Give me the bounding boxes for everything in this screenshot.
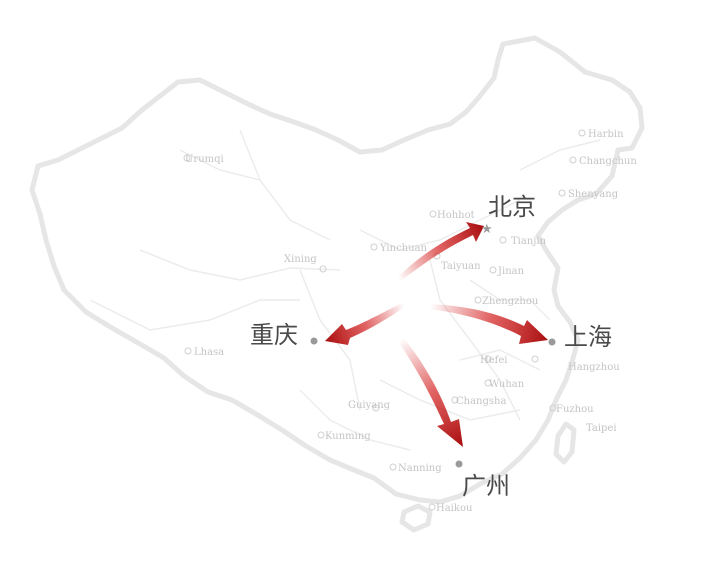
flow-arrows [325, 222, 548, 447]
arrow-to-beijing [397, 222, 484, 281]
city-label-guiyang: Guiyang [348, 400, 391, 411]
label-shanghai: 上海 [564, 323, 612, 351]
city-label-fuzhou: Fuzhou [556, 404, 594, 415]
taiwan-outline [553, 421, 577, 465]
city-label-haikou: Haikou [436, 503, 473, 514]
arrow-to-shanghai [430, 304, 548, 344]
city-label-lhasa: Lhasa [194, 347, 224, 358]
city-label-changsha: Changsha [456, 396, 506, 407]
arrow-to-guangzhou [397, 336, 463, 447]
city-label-hefei: Hefei [480, 355, 507, 366]
city-label-changchun: Changchun [579, 156, 637, 167]
chongqing-marker [310, 337, 318, 345]
china-outline [29, 35, 645, 533]
label-beijing: 北京 [488, 193, 536, 221]
city-label-wuhan: Wuhan [489, 379, 525, 390]
city-label-kunming: Kunming [325, 431, 371, 442]
arrow-to-chongqing [325, 302, 406, 345]
shanghai-marker [548, 338, 556, 346]
mainland-outline [29, 35, 645, 505]
city-label-zhengzhou: Zhengzhou [482, 296, 539, 307]
minor-city-labels: Harbin Changchun Shenyang Urumqi Hohhot … [185, 129, 637, 514]
label-chongqing: 重庆 [250, 321, 298, 349]
city-label-taipei: Taipei [586, 423, 617, 434]
guangzhou-marker [455, 460, 463, 468]
city-label-harbin: Harbin [588, 129, 624, 140]
city-label-hohhot: Hohhot [437, 210, 475, 221]
city-label-taiyuan: Taiyuan [441, 261, 481, 272]
hainan-outline [399, 503, 433, 533]
label-guangzhou: 广州 [462, 472, 510, 500]
city-label-yinchuan: Yinchuan [379, 243, 428, 254]
major-city-labels: 北京 上海 重庆 广州 [250, 193, 612, 500]
major-city-markers: ★ [310, 222, 556, 468]
city-label-hangzhou: Hangzhou [568, 362, 620, 373]
city-label-xining: Xining [284, 254, 317, 265]
beijing-star-icon: ★ [481, 222, 493, 237]
city-label-shenyang: Shenyang [568, 189, 619, 200]
province-borders [89, 129, 601, 451]
city-label-jinan: Jinan [497, 266, 525, 277]
city-label-tianjin: Tianjin [511, 236, 547, 247]
city-label-nanning: Nanning [398, 463, 442, 474]
city-label-urumqi: Urumqi [185, 154, 224, 165]
